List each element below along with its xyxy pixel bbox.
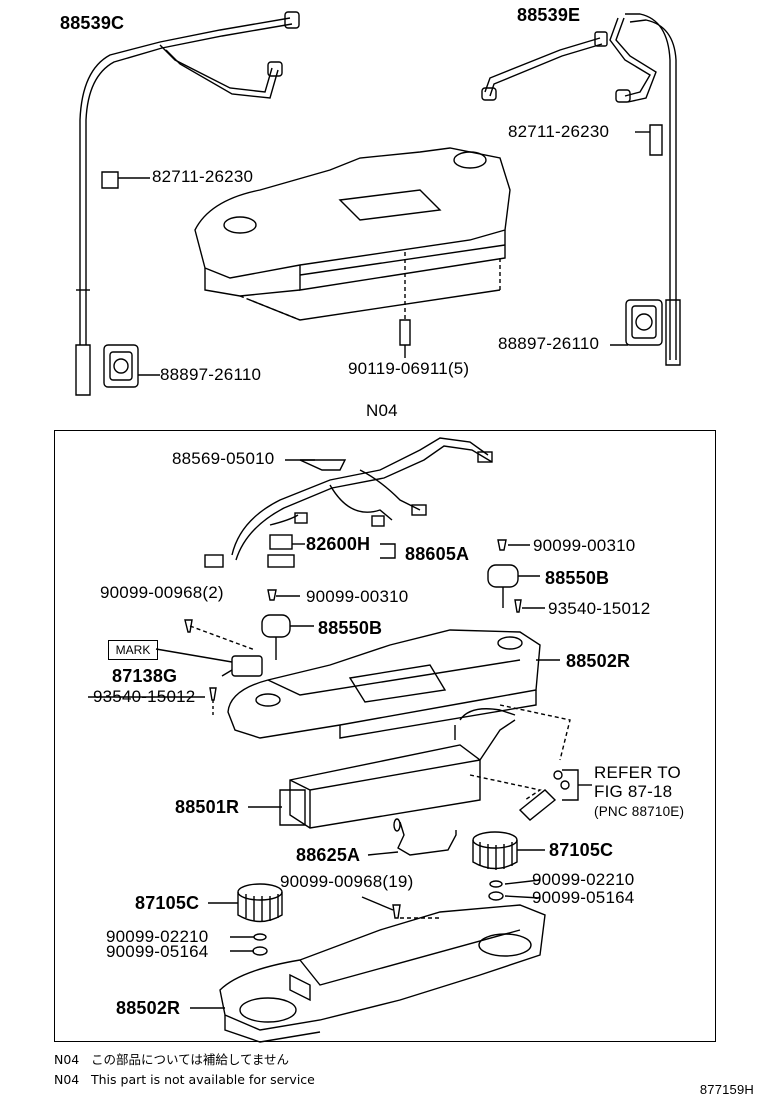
evaporator-drawing xyxy=(248,704,571,829)
leader-05164-right xyxy=(504,895,541,899)
label-nut-left[interactable]: 90099-05164 xyxy=(106,942,209,961)
label-lower-case[interactable]: 88502R xyxy=(116,998,181,1018)
label-wire-assy[interactable]: 88605A xyxy=(405,544,470,564)
grommet-left-drawing xyxy=(103,344,160,388)
label-harness[interactable]: 88569-05010 xyxy=(172,449,275,468)
label-upper-case[interactable]: 88502R xyxy=(566,651,631,671)
bracket-88605a xyxy=(380,543,396,559)
label-hose-left[interactable]: 88539C xyxy=(60,13,125,33)
figure-id: 877159H xyxy=(699,1082,754,1097)
label-clamp-left[interactable]: 82711-26230 xyxy=(152,167,254,186)
harness-drawing xyxy=(204,437,493,568)
label-bolt[interactable]: 90119-06911(5) xyxy=(348,359,470,378)
label-nut-right[interactable]: 90099-05164 xyxy=(532,888,635,907)
valve-drawing xyxy=(518,769,592,821)
label-screw-19[interactable]: 90099-00968(19) xyxy=(280,872,414,891)
label-screw-mid[interactable]: 90099-00310 xyxy=(306,587,409,606)
upper-tank-drawing xyxy=(194,147,511,358)
label-subharness[interactable]: 82600H xyxy=(306,534,371,554)
label-grommet-left[interactable]: 88897-26110 xyxy=(160,365,262,384)
label-screw-left-2[interactable]: 90099-00968(2) xyxy=(100,583,224,602)
blower-right-drawing xyxy=(472,831,545,901)
label-evaporator[interactable]: 88501R xyxy=(175,797,240,817)
hose-left-drawing xyxy=(75,11,300,396)
note-jp-code: N04 xyxy=(54,1052,80,1067)
thermistor-drawing xyxy=(367,818,457,856)
motor-right-drawing xyxy=(487,539,540,613)
mark-box: MARK xyxy=(108,640,158,660)
label-refer-1[interactable]: REFER TO xyxy=(594,763,681,782)
label-hose-right[interactable]: 88539E xyxy=(517,5,581,25)
sensor-drawing xyxy=(155,619,263,677)
label-screw-top-right[interactable]: 90099-00310 xyxy=(533,536,636,555)
label-motor-right[interactable]: 88550B xyxy=(545,568,610,588)
label-washer-right[interactable]: 90099-02210 xyxy=(532,870,635,889)
clamp-right-drawing xyxy=(635,124,663,156)
label-screw-93540-upper[interactable]: 93540-15012 xyxy=(548,599,651,618)
blower-left-drawing xyxy=(208,883,283,956)
label-blower-left[interactable]: 87105C xyxy=(135,893,200,913)
screw-19-drawing xyxy=(361,896,401,919)
hose-right-drawing xyxy=(481,13,681,366)
label-blower-right[interactable]: 87105C xyxy=(549,840,614,860)
label-thermistor[interactable]: 88625A xyxy=(296,845,361,865)
motor-mid-drawing xyxy=(261,589,314,660)
note-en: This part is not available for service xyxy=(91,1072,315,1087)
box-label: N04 xyxy=(366,401,398,420)
note-en-code: N04 xyxy=(54,1072,80,1087)
label-grommet-right[interactable]: 88897-26110 xyxy=(498,334,600,353)
label-sensor[interactable]: 87138G xyxy=(112,666,178,686)
lower-case-drawing xyxy=(190,904,546,1043)
grommet-right-drawing xyxy=(610,299,663,346)
label-motor-mid[interactable]: 88550B xyxy=(318,618,383,638)
clamp-left-drawing xyxy=(101,171,150,189)
leader-02210-right xyxy=(504,879,541,885)
label-refer-3[interactable]: (PNC 88710E) xyxy=(594,804,685,819)
subharness-drawing xyxy=(267,534,305,568)
note-jp: この部品については補給してません xyxy=(91,1052,290,1067)
label-clamp-right[interactable]: 82711-26230 xyxy=(508,122,610,141)
label-refer-2[interactable]: FIG 87-18 xyxy=(594,782,673,801)
n04-box xyxy=(54,430,716,1042)
label-screw-93540-left[interactable]: 93540-15012 xyxy=(93,687,196,706)
label-washer-left[interactable]: 90099-02210 xyxy=(106,927,209,946)
upper-case-drawing xyxy=(209,629,560,739)
